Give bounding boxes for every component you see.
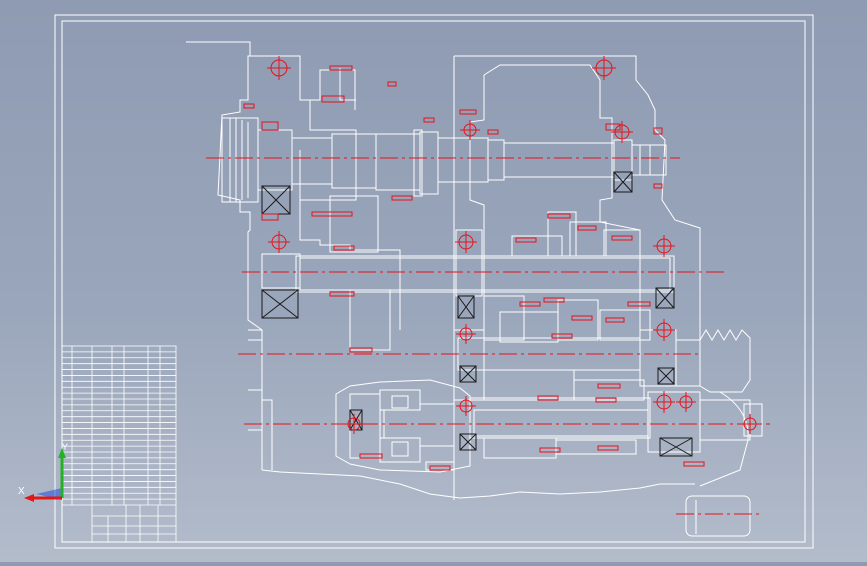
output-flange (685, 329, 751, 537)
input-shaft-assembly (221, 117, 667, 203)
bearing-icon (459, 365, 477, 383)
seal-mark (261, 121, 279, 131)
bearing-icon (655, 287, 675, 309)
seal-mark (595, 397, 617, 403)
bearing-icon (659, 437, 693, 457)
centerlines (206, 157, 770, 515)
parts-list-rows (62, 351, 176, 500)
seal-mark (329, 291, 355, 297)
seal-mark (537, 395, 559, 401)
seal-mark (387, 81, 397, 87)
seal-mark (321, 95, 345, 103)
intermediate-shaft (261, 195, 675, 351)
seal-mark (539, 447, 561, 453)
outer-border (54, 14, 814, 549)
seal-mark (611, 235, 633, 241)
y-axis-arrow (58, 448, 66, 458)
seal-mark (459, 109, 477, 115)
seal-mark (551, 333, 573, 339)
seal-mark (653, 183, 663, 189)
bearing-icon (459, 433, 477, 451)
sheet-frame (54, 14, 814, 549)
bearings (261, 171, 693, 457)
title-block-border (61, 345, 177, 543)
seal-mark (597, 383, 621, 389)
x-axis-label: X (18, 486, 25, 497)
output-shafts (453, 295, 763, 459)
seal-mark (653, 127, 663, 135)
y-axis-label: Y (62, 442, 68, 452)
seal-mark (391, 195, 413, 201)
seal-mark (311, 211, 353, 217)
seal-mark (547, 213, 571, 219)
seal-mark (597, 445, 619, 451)
seal-mark (605, 317, 625, 323)
gearbox-housing (186, 41, 701, 500)
seal-mark (543, 297, 565, 303)
axis-triad: Y X (18, 442, 68, 502)
seal-mark (329, 65, 353, 71)
seal-mark (333, 245, 355, 251)
seal-mark (423, 117, 435, 123)
seal-mark (243, 103, 255, 109)
seal-mark (683, 461, 705, 467)
seal-mark (359, 453, 383, 459)
seal-mark (627, 301, 651, 307)
coupling (221, 117, 259, 203)
seal-mark (487, 129, 499, 135)
seal-mark (571, 315, 593, 321)
bearing-icon (457, 295, 475, 319)
seal-mark (605, 123, 621, 131)
seal-marks (243, 65, 705, 471)
bearing-icon (657, 367, 675, 385)
bearing-icon (613, 171, 633, 193)
seal-mark (519, 301, 541, 307)
seal-mark (429, 465, 451, 471)
clutch-assembly (335, 379, 471, 473)
seal-mark (261, 213, 279, 221)
seal-mark (577, 225, 597, 231)
seal-mark (515, 237, 537, 243)
inner-border (61, 20, 806, 543)
seal-mark (349, 347, 373, 353)
x-axis-arrow (24, 494, 34, 502)
long-shaft (295, 255, 675, 293)
title-block (61, 345, 177, 543)
bearing-icon (261, 289, 299, 319)
bolt-holes (267, 56, 760, 434)
